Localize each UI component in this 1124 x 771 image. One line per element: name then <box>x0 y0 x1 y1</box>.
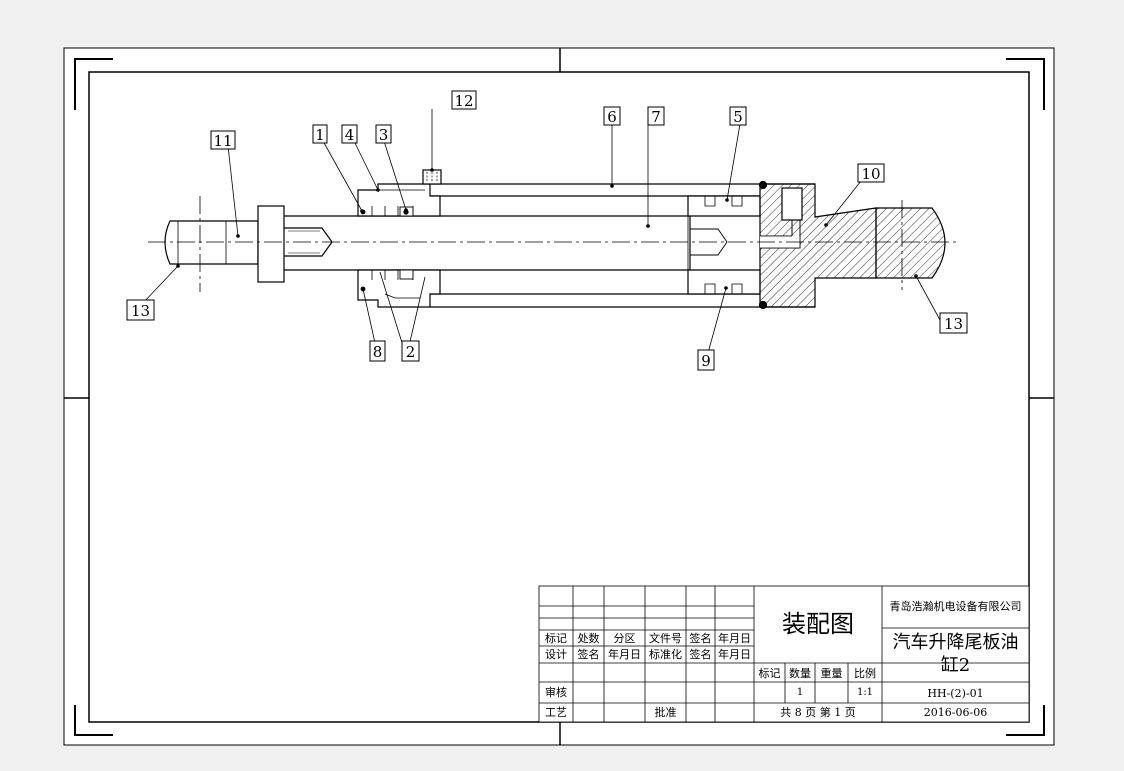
callout-13-left: 13 <box>131 302 150 320</box>
callout-box <box>375 124 392 144</box>
rod-eye-right <box>875 207 946 279</box>
tb-header-sign: 签名 <box>689 632 712 645</box>
tb-std-sign: 签名 <box>689 648 712 661</box>
callout-box <box>401 340 420 362</box>
tb-part-name-line1: 汽车升降尾板油 <box>892 632 1019 653</box>
tb-header-date: 年月日 <box>718 632 751 645</box>
tb-header-mark: 标记 <box>545 632 567 645</box>
tb-std-date: 年月日 <box>718 648 751 661</box>
tb-header-count: 处数 <box>577 632 600 645</box>
tb-drawing-number: HH-(2)-01 <box>927 687 984 700</box>
piston-top <box>687 195 761 217</box>
callout-9: 9 <box>701 352 711 370</box>
tb-standardization: 标准化 <box>649 648 682 661</box>
callout-box <box>126 299 155 321</box>
tb-part-name-line2: 缸2 <box>940 655 971 676</box>
tb-company: 青岛浩瀚机电设备有限公司 <box>889 600 1022 613</box>
callout-4: 4 <box>345 126 355 144</box>
tb-process: 工艺 <box>545 706 567 719</box>
tb-design: 设计 <box>545 648 567 661</box>
rod-eye-left <box>164 220 259 265</box>
tb-attr-mark: 标记 <box>758 667 781 680</box>
callout-11: 11 <box>213 132 232 150</box>
tb-approve: 批准 <box>654 706 677 719</box>
callout-labels <box>126 90 968 371</box>
tb-design-date: 年月日 <box>608 648 641 661</box>
callout-7: 7 <box>651 108 661 126</box>
callout-text: 1 4 3 12 6 7 5 10 11 8 2 9 13 13 <box>131 92 963 370</box>
callout-box <box>341 124 358 144</box>
leader-dots <box>176 168 918 291</box>
centering-marks <box>64 48 1054 745</box>
leader-lines <box>141 109 941 361</box>
callout-13-right: 13 <box>944 315 963 333</box>
tb-sheet-count: 共 8 页 第 1 页 <box>780 706 856 719</box>
tb-scale-value: 1:1 <box>856 687 874 698</box>
callout-3: 3 <box>379 126 389 144</box>
callout-5: 5 <box>733 108 743 126</box>
tb-attr-quantity: 数量 <box>789 667 811 680</box>
callout-6: 6 <box>607 108 617 126</box>
tb-attr-weight: 重量 <box>820 667 843 680</box>
callout-12: 12 <box>454 92 473 110</box>
callout-box <box>857 163 885 183</box>
centerlines <box>148 196 960 292</box>
callout-8: 8 <box>373 343 383 361</box>
tb-date: 2016-06-06 <box>923 706 988 719</box>
piston-bottom <box>687 269 761 295</box>
rod-nut <box>257 205 285 283</box>
callout-box <box>647 106 665 126</box>
tb-design-sign: 签名 <box>577 648 600 661</box>
tb-drawing-type: 装配图 <box>782 610 854 638</box>
title-block-grid <box>538 585 1030 723</box>
callout-box <box>369 340 386 362</box>
callout-10: 10 <box>861 165 880 183</box>
callout-box <box>451 90 477 110</box>
callout-2: 2 <box>406 343 416 361</box>
callout-box <box>729 106 747 126</box>
callout-box <box>939 312 968 334</box>
callout-1: 1 <box>315 126 325 144</box>
tb-attr-scale: 比例 <box>854 667 876 680</box>
tb-header-docno: 文件号 <box>649 632 682 645</box>
tb-review: 审核 <box>545 686 567 699</box>
corner-marks <box>74 58 1045 736</box>
tb-quantity-value: 1 <box>796 687 804 698</box>
callout-box <box>210 130 236 150</box>
callout-box <box>697 349 715 371</box>
tb-header-zone: 分区 <box>613 632 636 645</box>
callout-box <box>312 124 328 144</box>
cylinder-drawing <box>164 169 946 310</box>
callout-box <box>603 106 621 126</box>
